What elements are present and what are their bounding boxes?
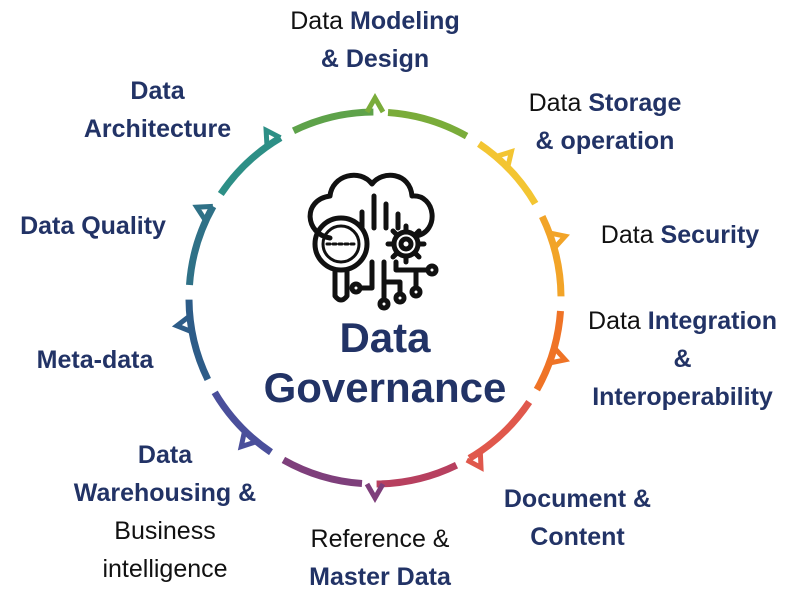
data-gear-magnifier-icon <box>307 172 439 311</box>
label-document-content: Document & Content <box>455 480 700 556</box>
label-line: Data Modeling <box>240 2 510 40</box>
label-line: Reference & <box>250 520 510 558</box>
ring-segment <box>185 299 211 382</box>
ring-segment <box>217 134 283 196</box>
ring-segment <box>533 310 564 392</box>
label-line: Document & <box>455 480 700 518</box>
ring-arrowhead <box>364 92 386 114</box>
label-line: Meta-data <box>10 341 180 379</box>
label-line: Data <box>50 72 265 110</box>
label-text: Data <box>130 77 185 105</box>
label-text: intelligence <box>102 555 228 583</box>
label-text: Modeling <box>350 7 460 35</box>
label-data-quality: Data Quality <box>0 207 186 245</box>
label-text: Data Quality <box>20 212 166 240</box>
label-line: Warehousing & <box>50 474 280 512</box>
label-text: Integration <box>647 307 777 335</box>
ring-arrowhead <box>263 126 282 147</box>
label-line: Business <box>50 512 280 550</box>
label-line: Interoperability <box>570 378 795 416</box>
ring-arrowhead <box>192 203 214 223</box>
ring-arrowheads <box>171 92 570 504</box>
label-text: Content <box>530 523 625 551</box>
label-text: Data <box>137 441 193 469</box>
label-reference-master-data: Reference & Master Data <box>250 520 510 596</box>
label-text: Storage <box>588 89 682 117</box>
label-text: & <box>673 345 692 373</box>
ring-arrowhead <box>237 430 258 451</box>
ring <box>185 108 565 488</box>
ring-arrowhead <box>171 314 193 335</box>
label-text: Reference & <box>310 525 450 553</box>
ring-arrowhead <box>495 148 515 168</box>
label-line: Data <box>50 436 280 474</box>
ring-segment <box>387 109 469 140</box>
label-line: & <box>570 340 795 378</box>
label-line: Data Integration <box>570 302 795 340</box>
label-data-modeling-design: Data Modeling & Design <box>240 2 510 78</box>
ring-arrowhead <box>548 346 570 366</box>
label-text: Data <box>290 7 344 35</box>
label-text: Architecture <box>83 115 232 143</box>
ring-segment <box>376 462 459 488</box>
label-text: & operation <box>535 127 675 155</box>
ring-segment <box>186 204 217 286</box>
label-text: Business <box>114 517 216 545</box>
label-line: Data Quality <box>0 207 186 245</box>
ring-arrowhead <box>548 230 570 250</box>
label-line: & operation <box>470 122 740 160</box>
label-line: Data Storage <box>470 84 740 122</box>
ring-segment <box>291 108 374 134</box>
label-line: intelligence <box>50 550 280 588</box>
label-text: Data <box>588 307 641 335</box>
center-title: Data Governance <box>235 313 535 413</box>
label-data-security: Data Security <box>565 216 795 254</box>
ring-segment <box>539 214 565 297</box>
label-data-integration-interoperability: Data Integration & Interoperability <box>570 302 795 416</box>
ring-segment <box>477 140 539 206</box>
label-data-storage-operation: Data Storage & operation <box>470 84 740 160</box>
label-text: Master Data <box>309 563 451 591</box>
label-line: Architecture <box>50 110 265 148</box>
label-line: Master Data <box>250 558 510 596</box>
ring-segment <box>211 390 273 456</box>
ring-arrowhead <box>364 482 386 504</box>
center-title-line2: Governance <box>263 364 507 411</box>
label-line: Content <box>455 518 700 556</box>
label-text: Data <box>528 89 582 117</box>
label-meta-data: Meta-data <box>10 341 180 379</box>
ring-segment <box>281 456 363 487</box>
label-text: Warehousing & <box>73 479 257 507</box>
label-text: Security <box>660 221 760 249</box>
label-text: Interoperability <box>592 383 773 411</box>
label-text: Document & <box>503 485 652 513</box>
ring-segment <box>467 400 533 462</box>
label-text: Data <box>600 221 654 249</box>
label-text: & Design <box>320 45 430 73</box>
ring-arrowhead <box>465 451 484 472</box>
label-text: Meta-data <box>36 346 154 374</box>
label-line: & Design <box>240 40 510 78</box>
label-line: Data Security <box>565 216 795 254</box>
center-title-line1: Data <box>339 314 431 361</box>
